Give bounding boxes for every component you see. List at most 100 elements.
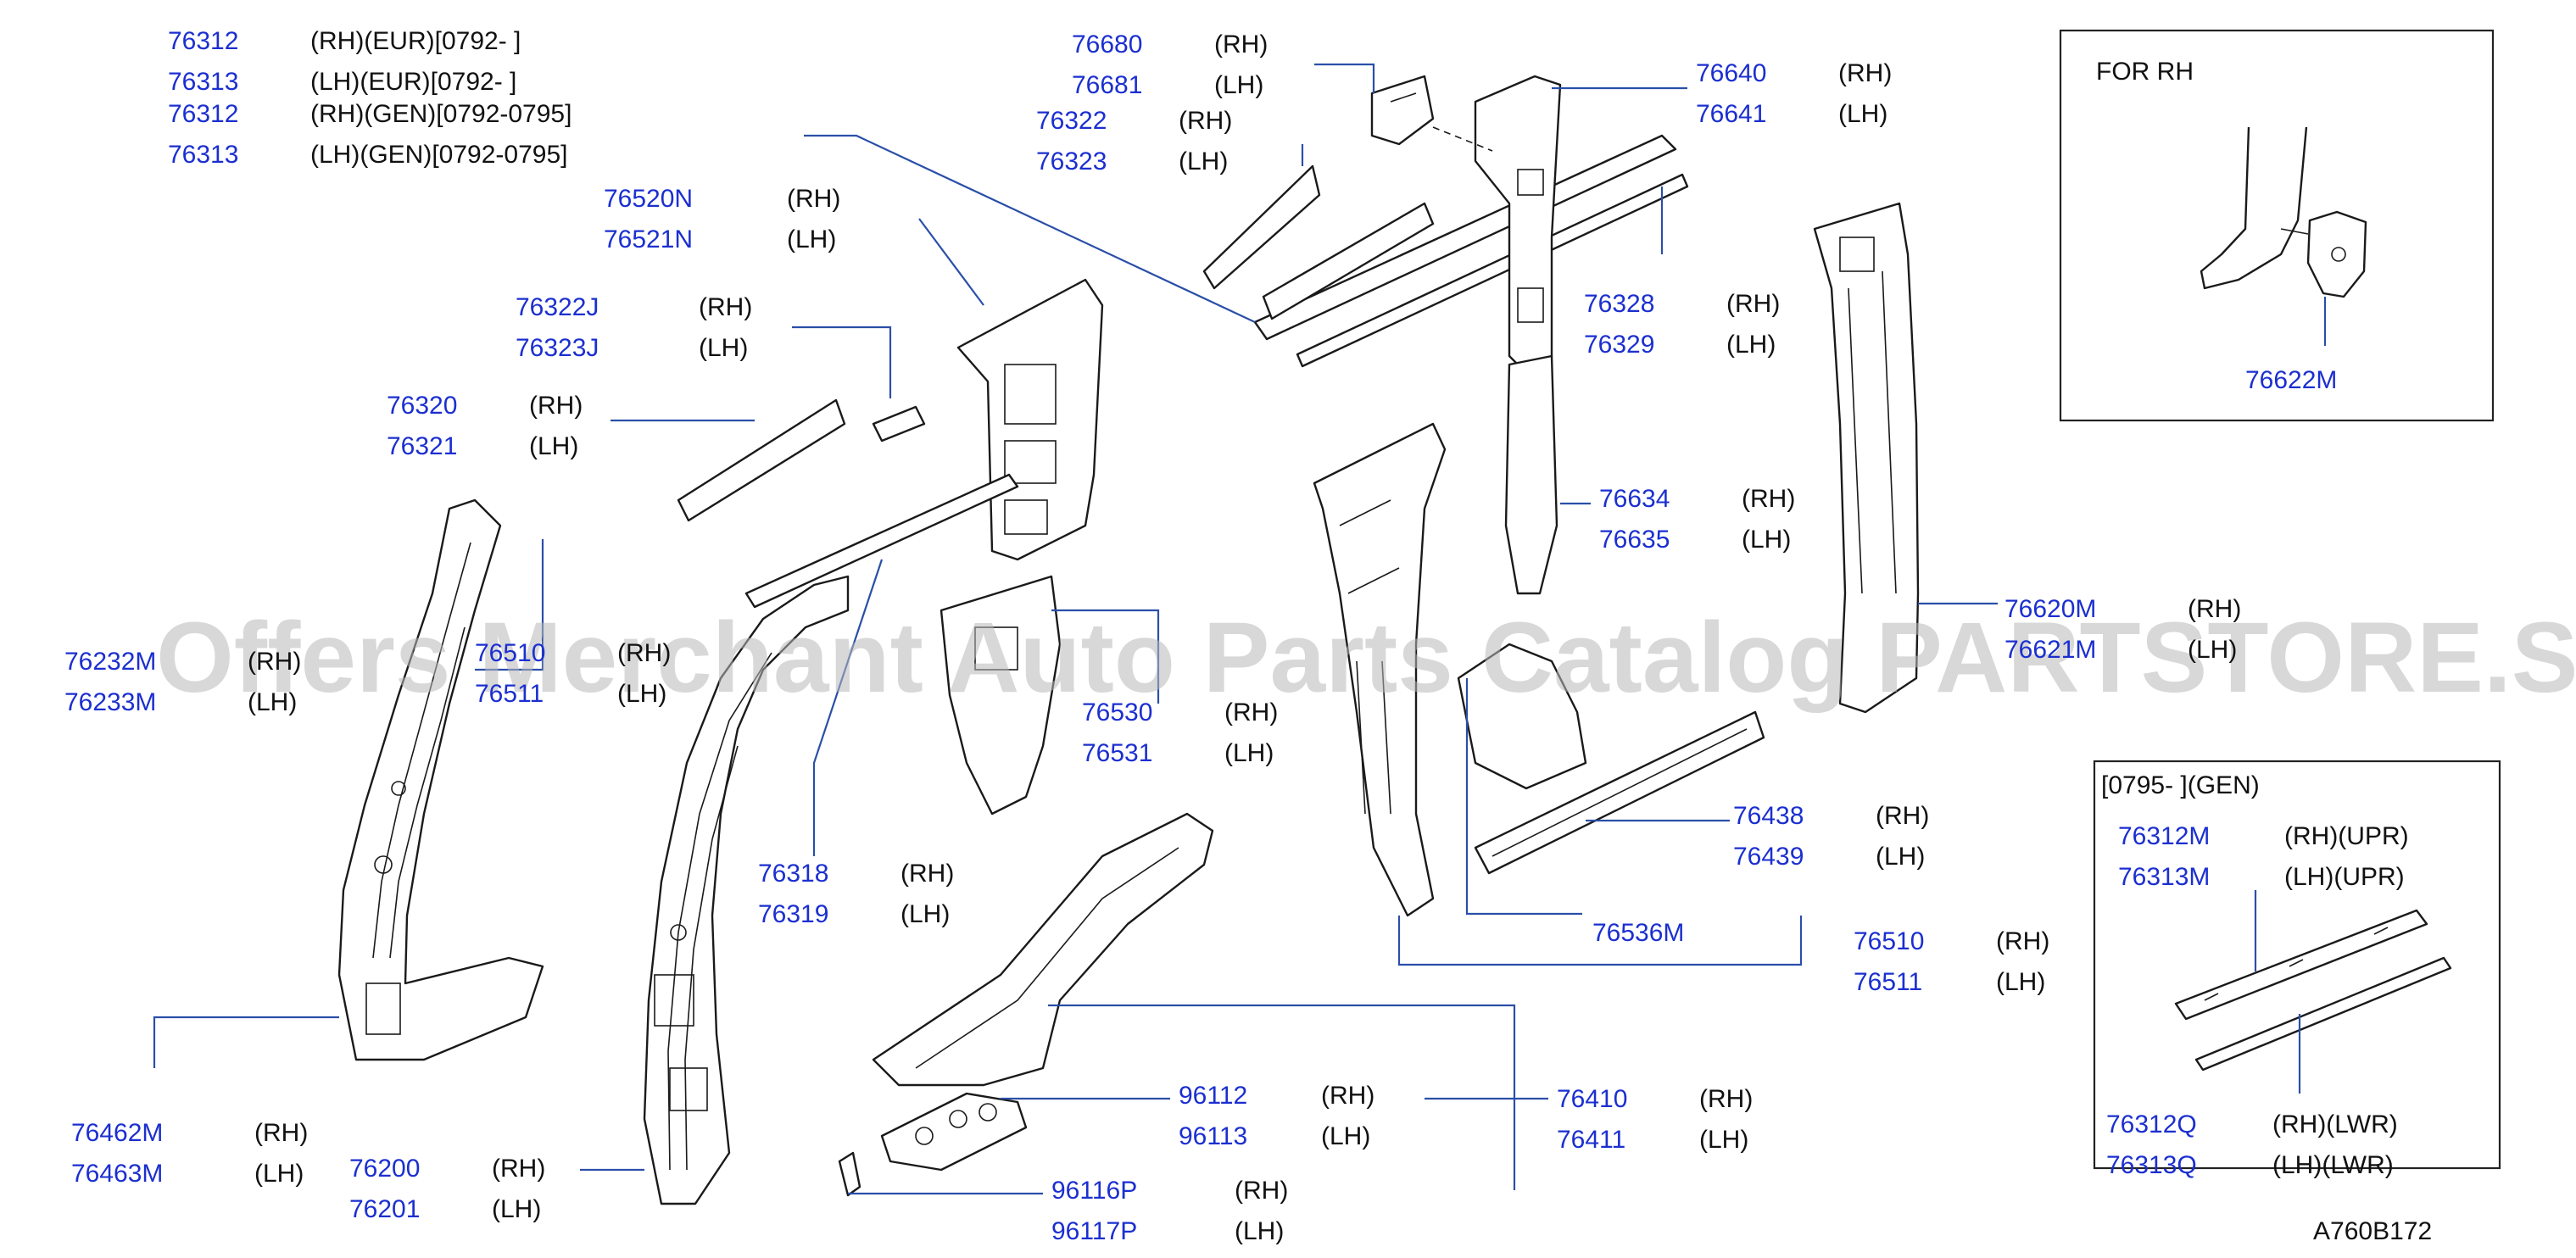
inset-gen-frame — [2093, 760, 2501, 1170]
part-variant-76511: (LH) — [1996, 968, 2045, 996]
part-variant-76520N: (RH) — [787, 185, 840, 213]
part-floor-plate — [838, 1092, 1028, 1197]
part-variant-76320: (RH) — [529, 392, 583, 420]
part-variant-76439: (LH) — [1876, 843, 1925, 871]
part-variant-76232M: (RH) — [248, 648, 301, 676]
part-number-76531[interactable]: 76531 — [1082, 739, 1152, 767]
part-number-76200[interactable]: 76200 — [349, 1155, 420, 1183]
part-number-76511[interactable]: 76511 — [475, 680, 544, 708]
part-number-76621M[interactable]: 76621M — [2004, 636, 2096, 664]
part-number-76323J[interactable]: 76323J — [516, 334, 599, 362]
part-variant-76411: (LH) — [1699, 1126, 1748, 1154]
part-variant-76322J: (RH) — [699, 293, 752, 321]
part-variant-76620M: (RH) — [2188, 595, 2241, 623]
part-number-96117P[interactable]: 96117P — [1051, 1217, 1137, 1245]
part-number-76511[interactable]: 76511 — [1854, 968, 1922, 996]
part-variant-76312M: (RH)(UPR) — [2284, 822, 2409, 850]
part-variant-76312: (RH)(GEN)[0792-0795] — [310, 100, 572, 128]
part-variant-76313: (LH)(GEN)[0792-0795] — [310, 141, 567, 169]
part-number-76510[interactable]: 76510 — [1854, 927, 1924, 955]
part-number-76323[interactable]: 76323 — [1036, 148, 1107, 175]
part-variant-76511: (LH) — [617, 680, 666, 708]
part-number-76312[interactable]: 76312 — [168, 100, 238, 128]
part-number-76680[interactable]: 76680 — [1072, 31, 1142, 58]
part-number-76320[interactable]: 76320 — [387, 392, 457, 420]
part-variant-76510: (RH) — [1996, 927, 2049, 955]
part-number-76620M[interactable]: 76620M — [2004, 595, 2096, 623]
part-variant-76640: (RH) — [1838, 59, 1892, 87]
part-number-76530[interactable]: 76530 — [1082, 699, 1152, 726]
part-number-76536M[interactable]: 76536M — [1592, 919, 1684, 947]
part-number-96113[interactable]: 96113 — [1179, 1122, 1247, 1150]
part-number-96112[interactable]: 96112 — [1179, 1082, 1247, 1110]
part-number-76622M[interactable]: 76622M — [2245, 366, 2337, 394]
part-number-76681[interactable]: 76681 — [1072, 71, 1142, 99]
part-number-76321[interactable]: 76321 — [387, 432, 457, 460]
part-variant-76200: (RH) — [492, 1155, 545, 1183]
part-number-76313[interactable]: 76313 — [168, 141, 238, 169]
part-number-76312M[interactable]: 76312M — [2118, 822, 2210, 850]
part-variant-96112: (RH) — [1321, 1082, 1374, 1110]
part-number-76201[interactable]: 76201 — [349, 1195, 420, 1223]
part-variant-76410: (RH) — [1699, 1085, 1753, 1113]
part-number-76641[interactable]: 76641 — [1696, 100, 1766, 128]
part-variant-76438: (RH) — [1876, 802, 1929, 830]
inset-gen-lower-rail — [2194, 956, 2452, 1072]
part-number-76319[interactable]: 76319 — [758, 900, 828, 928]
part-variant-76680: (RH) — [1214, 31, 1268, 58]
part-number-76410[interactable]: 76410 — [1557, 1085, 1627, 1113]
part-number-76313M[interactable]: 76313M — [2118, 863, 2210, 891]
part-variant-76313: (LH)(EUR)[0792- ] — [310, 68, 516, 96]
part-number-76635[interactable]: 76635 — [1599, 526, 1670, 554]
part-number-76232M[interactable]: 76232M — [64, 648, 156, 676]
part-number-76313[interactable]: 76313 — [168, 68, 238, 96]
part-center-pillar — [1313, 422, 1447, 917]
part-variant-76323: (LH) — [1179, 148, 1228, 175]
part-variant-76312Q: (RH)(LWR) — [2272, 1110, 2398, 1138]
part-number-76640[interactable]: 76640 — [1696, 59, 1766, 87]
part-front-pillar — [337, 498, 544, 1061]
part-number-76439[interactable]: 76439 — [1733, 843, 1804, 871]
part-variant-76635: (LH) — [1742, 526, 1791, 554]
part-number-76313Q[interactable]: 76313Q — [2106, 1151, 2197, 1179]
part-number-76463M[interactable]: 76463M — [71, 1160, 163, 1188]
inset-gen-title: [0795- ](GEN) — [2101, 771, 2260, 799]
part-number-76328[interactable]: 76328 — [1584, 290, 1654, 318]
watermark: Offers Merchant Auto Parts Catalog PARTS… — [156, 602, 2576, 714]
part-number-76520N[interactable]: 76520N — [604, 185, 693, 213]
part-number-76312[interactable]: 76312 — [168, 27, 238, 55]
part-variant-76328: (RH) — [1726, 290, 1780, 318]
part-number-76233M[interactable]: 76233M — [64, 688, 156, 716]
part-number-76438[interactable]: 76438 — [1733, 802, 1804, 830]
part-number-76462M[interactable]: 76462M — [71, 1119, 163, 1147]
part-number-76322[interactable]: 76322 — [1036, 107, 1107, 135]
part-sill-rail — [1474, 710, 1765, 875]
part-number-76634[interactable]: 76634 — [1599, 485, 1670, 513]
part-mid-pillar-upper — [1474, 75, 1562, 595]
part-variant-76463M: (LH) — [254, 1160, 304, 1188]
part-number-76411[interactable]: 76411 — [1557, 1126, 1625, 1154]
part-lower-center — [940, 575, 1587, 815]
part-number-76312Q[interactable]: 76312Q — [2106, 1110, 2197, 1138]
part-variant-76322: (RH) — [1179, 107, 1232, 135]
part-number-76318[interactable]: 76318 — [758, 860, 828, 888]
part-number-76329[interactable]: 76329 — [1584, 331, 1654, 359]
part-variant-76510: (RH) — [617, 639, 671, 667]
part-number-76510[interactable]: 76510 — [475, 639, 545, 667]
part-number-76521N[interactable]: 76521N — [604, 225, 693, 253]
part-variant-76621M: (LH) — [2188, 636, 2237, 664]
part-number-76322J[interactable]: 76322J — [516, 293, 599, 321]
part-variant-76530: (RH) — [1224, 699, 1278, 726]
part-variant-76321: (LH) — [529, 432, 578, 460]
part-variant-96113: (LH) — [1321, 1122, 1370, 1150]
inset-for-rh-title: FOR RH — [2096, 58, 2194, 86]
part-variant-76681: (LH) — [1214, 71, 1263, 99]
part-variant-76312: (RH)(EUR)[0792- ] — [310, 27, 521, 55]
part-rear-pillar — [1813, 202, 1920, 714]
diagram-code: A760B172 — [2313, 1217, 2432, 1245]
part-variant-76329: (LH) — [1726, 331, 1776, 359]
part-number-96116P[interactable]: 96116P — [1051, 1177, 1137, 1205]
inset-gen: [0795- ](GEN) — [2093, 760, 2501, 1170]
part-variant-76634: (RH) — [1742, 485, 1795, 513]
